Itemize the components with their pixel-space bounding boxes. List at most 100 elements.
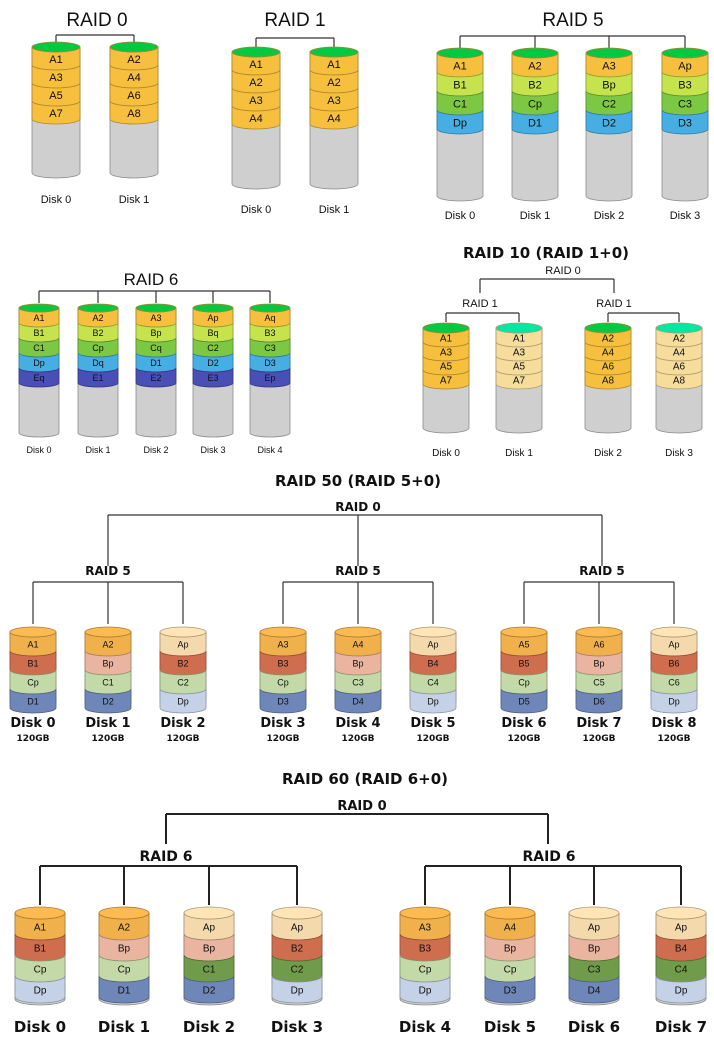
block-label: A5 <box>518 640 529 650</box>
raid10-top-label: RAID 0 <box>545 265 580 277</box>
block-label: Cp <box>27 678 39 688</box>
data-block <box>98 975 150 1004</box>
block-label: Dp <box>453 117 467 129</box>
raid5-group-label: RAID 5 <box>579 564 624 578</box>
block-label: D2 <box>207 358 219 368</box>
disk-label: Disk 1 <box>98 1018 150 1036</box>
block-label: D2 <box>102 697 114 707</box>
disk-label: Disk 3 <box>670 210 701 222</box>
block-label: C3 <box>678 98 692 110</box>
block-label: C2 <box>602 98 616 110</box>
block-label: A3 <box>49 72 62 84</box>
block-label: A5 <box>49 90 62 102</box>
data-block <box>409 688 457 714</box>
block-label: A6 <box>593 640 604 650</box>
block-label: Dp <box>291 986 304 997</box>
disk-top <box>9 626 57 638</box>
disk-top <box>249 303 291 313</box>
disk-label: Disk 3 <box>665 448 693 459</box>
block-label: A2 <box>528 60 541 72</box>
block-label: A4 <box>352 640 363 650</box>
disk-label: Disk 2 <box>594 210 625 222</box>
disk-top <box>655 906 707 920</box>
block-label: B3 <box>277 659 288 669</box>
disk-size: 120GB <box>266 734 299 744</box>
block-label: Bp <box>588 944 601 955</box>
block-label: D3 <box>504 986 517 997</box>
data-block <box>9 688 57 714</box>
block-label: B2 <box>291 944 304 955</box>
block-label: B4 <box>427 659 438 669</box>
block-label: Bp <box>203 944 216 955</box>
disk-top <box>575 626 623 638</box>
data-block <box>31 100 81 125</box>
block-label: Bp <box>118 944 131 955</box>
raid60-top-label: RAID 0 <box>337 799 386 814</box>
disk-label: Disk 1 <box>85 716 130 731</box>
disk-label: Disk 1 <box>319 204 350 216</box>
disk-label: Disk 7 <box>576 716 621 731</box>
block-label: A3 <box>327 95 340 107</box>
raid6-group-label: RAID 6 <box>139 849 192 865</box>
data-block <box>109 100 159 125</box>
raid5-group-label: RAID 5 <box>85 564 130 578</box>
disk-label: Disk 1 <box>85 445 110 455</box>
disk-label: Disk 2 <box>160 716 205 731</box>
block-label: C3 <box>264 343 276 353</box>
disk-label: Disk 3 <box>260 716 305 731</box>
disk-label: Disk 2 <box>183 1018 235 1036</box>
data-block <box>484 975 536 1004</box>
block-label: D1 <box>118 986 131 997</box>
disk-top <box>309 46 359 58</box>
block-label: D4 <box>588 986 601 997</box>
disk-top <box>650 626 698 638</box>
raid10-title: RAID 10 (RAID 1+0) <box>463 244 629 262</box>
block-label: A7 <box>513 376 526 387</box>
data-block <box>655 369 703 390</box>
block-label: A1 <box>453 60 466 72</box>
disk-top <box>409 626 457 638</box>
disk-size: 120GB <box>507 734 540 744</box>
disk-size: 120GB <box>16 734 49 744</box>
block-label: Dp <box>34 986 47 997</box>
disk-top <box>183 906 235 920</box>
block-label: Ap <box>675 923 688 934</box>
disk-label: Disk 4 <box>399 1018 451 1036</box>
data-block <box>655 975 707 1004</box>
block-label: A1 <box>513 334 526 345</box>
block-label: A1 <box>249 59 262 71</box>
raid5-title: RAID 5 <box>542 10 603 31</box>
disk-top <box>14 906 66 920</box>
data-block <box>77 367 119 388</box>
block-label: Cp <box>277 678 289 688</box>
block-label: C1 <box>33 343 45 353</box>
disk-top <box>271 906 323 920</box>
block-label: A8 <box>673 376 686 387</box>
data-block <box>249 367 291 388</box>
raid6-title: RAID 6 <box>124 270 179 289</box>
data-block <box>495 369 543 390</box>
block-label: B1 <box>34 944 47 955</box>
block-label: A7 <box>440 376 453 387</box>
block-label: A4 <box>673 348 686 359</box>
block-label: E3 <box>207 373 218 383</box>
disk-size: 120GB <box>657 734 690 744</box>
disk-label: Disk 3 <box>271 1018 323 1036</box>
block-label: A5 <box>513 362 526 373</box>
disk-top <box>661 47 709 59</box>
disk-top <box>422 322 470 334</box>
raid50-title: RAID 50 (RAID 5+0) <box>275 472 441 490</box>
block-label: C6 <box>668 678 680 688</box>
